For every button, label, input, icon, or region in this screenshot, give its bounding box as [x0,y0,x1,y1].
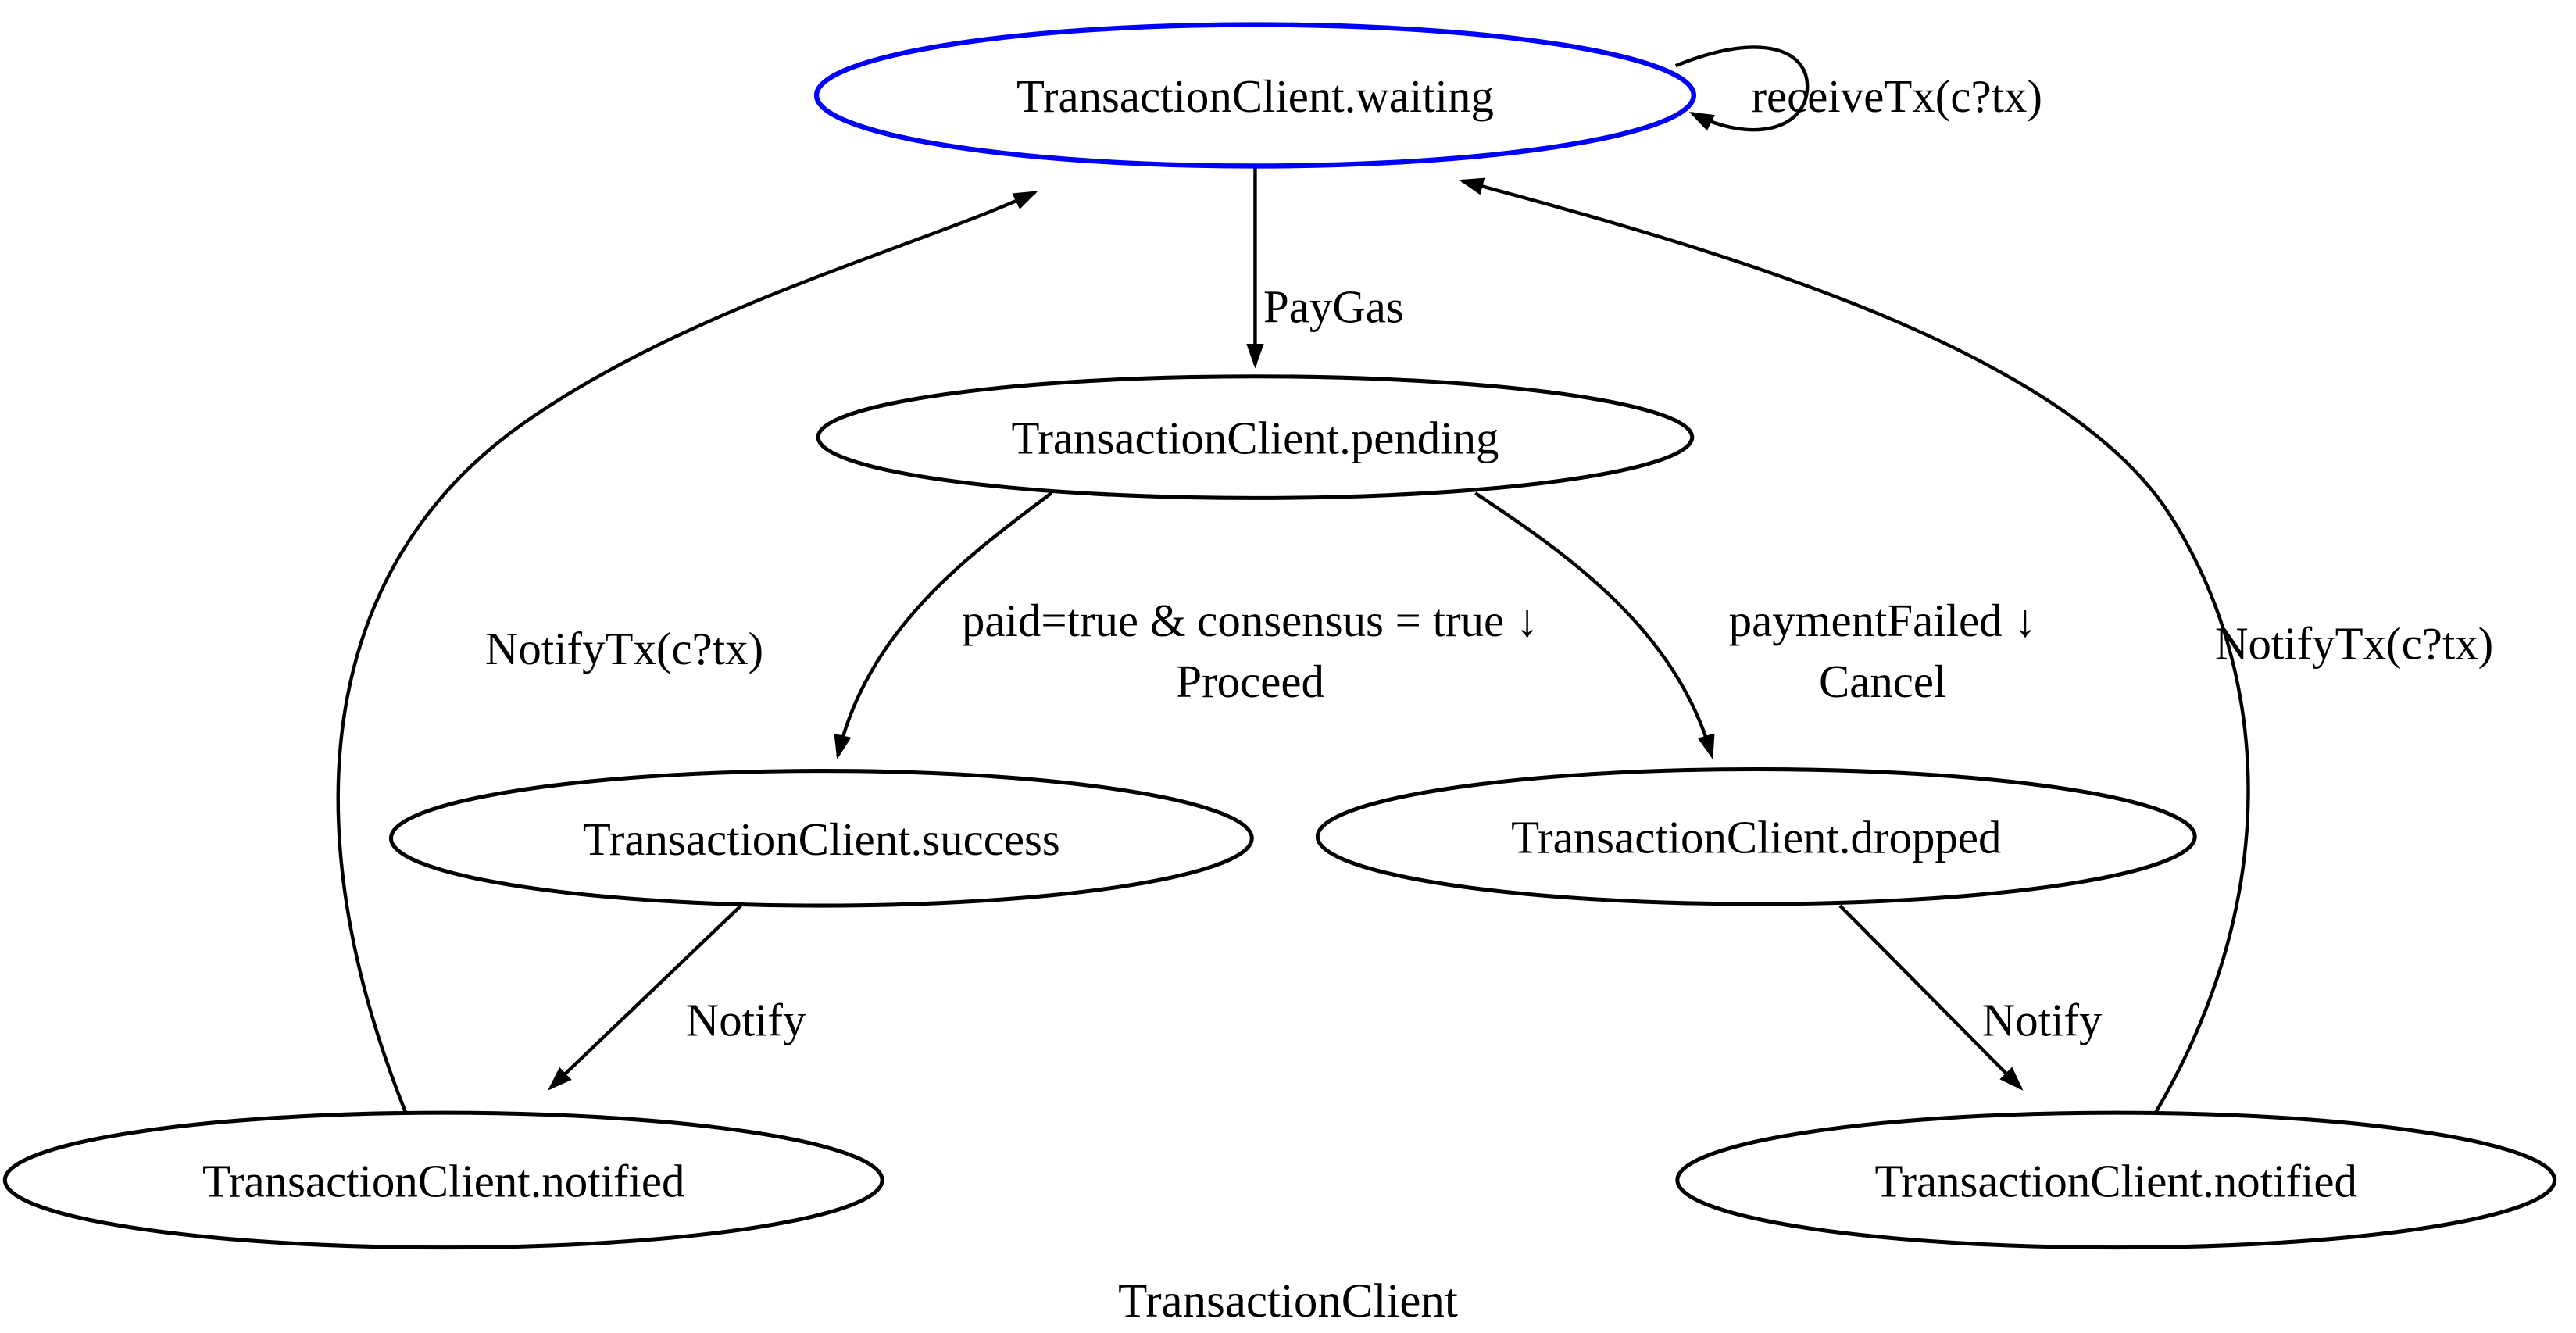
edge-label-pay-gas: PayGas [1263,281,1404,332]
graph-title: TransactionClient [1118,1275,1458,1328]
edge-label-notify-right: Notify [1982,995,2103,1045]
edge-label-notify-tx-right: NotifyTx(c?tx) [2215,619,2493,670]
edge-cancel [1474,491,1715,759]
state-waiting-label: TransactionClient.waiting [1016,71,1494,122]
edge-notify-tx-left [336,191,1038,1113]
state-group: TransactionClient.waiting TransactionCli… [2,22,2557,1250]
state-notified-right-ellipse [1675,1110,2557,1250]
edge-group [336,45,2250,1114]
edge-notify-right [1838,904,2024,1091]
edge-label-receive-tx: receiveTx(c?tx) [1751,71,2042,122]
state-notified-left-label: TransactionClient.notified [202,1156,684,1206]
edge-label-cancel-line1: paymentFailed ↓ [1729,595,2037,646]
state-success-ellipse [388,769,1254,908]
state-notified-left-ellipse [2,1110,884,1250]
edge-label-proceed-line2: Proceed [1176,656,1324,707]
state-dropped-ellipse [1315,767,2197,906]
edge-notify-tx-right [1459,177,2250,1114]
edge-notify-left [548,904,742,1091]
state-pending-ellipse [816,374,1695,500]
state-notified-right-label: TransactionClient.notified [1875,1156,2357,1206]
edge-label-cancel-line2: Cancel [1819,656,1946,707]
state-success-label: TransactionClient.success [583,814,1060,865]
edge-label-notify-left: Notify [686,995,806,1045]
edge-label-group: receiveTx(c?tx) PayGas paid=true & conse… [485,71,2493,1045]
edge-proceed [834,491,1053,760]
edge-receive-tx-self-loop [1674,45,1810,132]
edge-label-proceed-line1: paid=true & consensus = true ↓ [962,595,1538,646]
edge-label-notify-tx-left: NotifyTx(c?tx) [485,624,763,674]
state-pending-label: TransactionClient.pending [1011,413,1499,464]
state-waiting-ellipse [813,22,1697,169]
state-dropped-label: TransactionClient.dropped [1511,813,2001,863]
